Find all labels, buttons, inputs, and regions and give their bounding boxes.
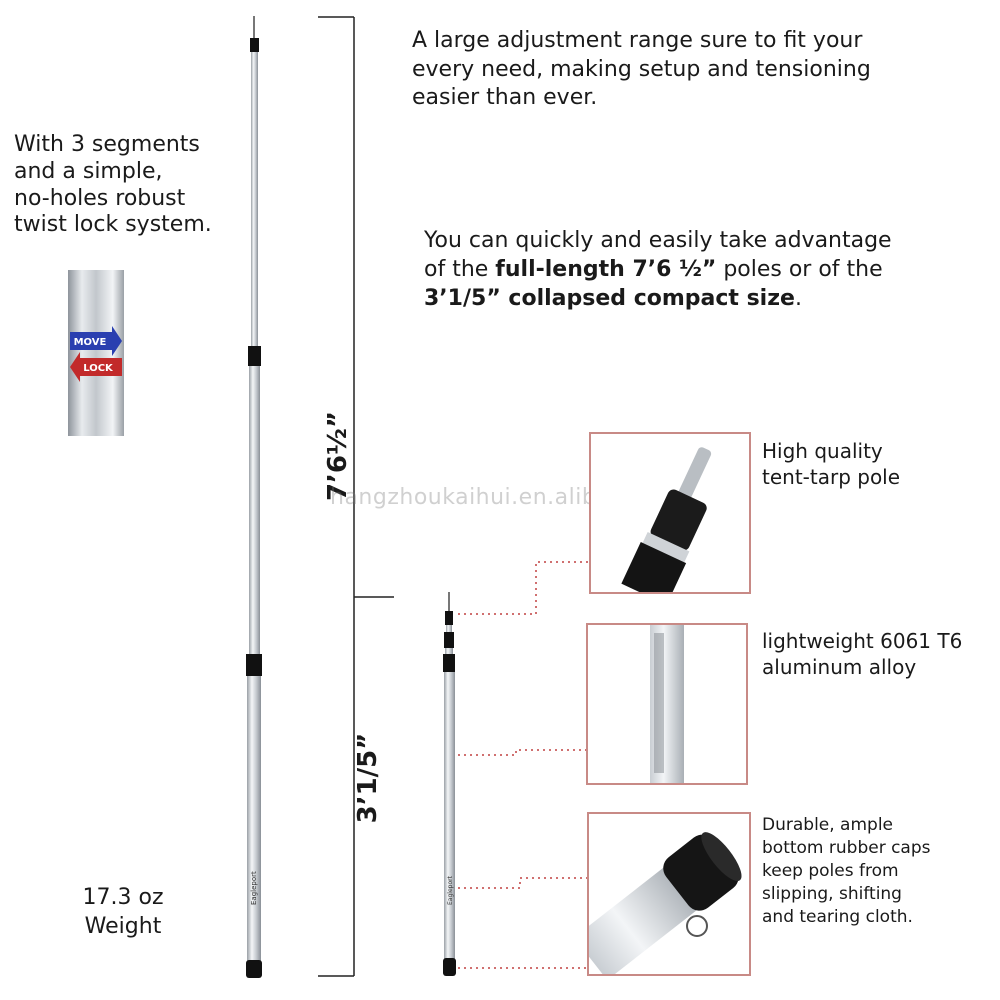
collapsed-length-label: 3’1/5” xyxy=(353,732,383,824)
full-length-bracket xyxy=(318,16,394,977)
pole-tip-icon xyxy=(621,447,712,592)
size-description: You can quickly and easily take advantag… xyxy=(424,226,984,313)
feature-caps-line-4: slipping, shifting xyxy=(762,884,902,905)
extended-pole-icon: Eagleport xyxy=(246,16,262,978)
weight-label: Weight xyxy=(84,913,162,939)
feature-caps-line-5: and tearing cloth. xyxy=(762,907,913,928)
feature-caps-line-1: Durable, ample xyxy=(762,815,894,835)
collapsed-size-highlight: 3’1/5” collapsed compact size xyxy=(424,286,795,312)
collapsed-pole-icon: Eagleport xyxy=(443,592,456,976)
feature-caps-line-2: bottom rubber caps xyxy=(762,838,931,859)
size-line-2: of the full-length 7’6 ½” poles or of th… xyxy=(424,255,984,284)
feature-material-line-2: aluminum alloy xyxy=(762,655,917,679)
size-line-1: You can quickly and easily take advantag… xyxy=(424,228,892,253)
full-length-highlight: full-length 7’6 ½” xyxy=(495,257,717,283)
weight-info: 17.3 oz Weight xyxy=(58,884,188,941)
segments-line-3: no-holes robust xyxy=(14,185,186,211)
feature-quality-line-2: tent-tarp pole xyxy=(762,465,901,489)
adjustment-line-3: easier than ever. xyxy=(412,85,598,111)
connector-lines xyxy=(458,561,589,969)
pole-brand: Eagleport xyxy=(250,871,258,905)
detail-box-tip xyxy=(589,432,751,594)
segments-line-4: twist lock system. xyxy=(14,212,212,238)
feature-caps: Durable, ample bottom rubber caps keep p… xyxy=(762,814,992,930)
detail-box-tube xyxy=(586,623,748,785)
feature-material: lightweight 6061 T6 aluminum alloy xyxy=(762,628,992,680)
twist-lock-icon: MOVE LOCK xyxy=(68,270,124,436)
adjustment-description: A large adjustment range sure to fit you… xyxy=(412,27,972,113)
adjustment-line-1: A large adjustment range sure to fit you… xyxy=(412,28,863,53)
feature-material-line-1: lightweight 6061 T6 xyxy=(762,629,963,653)
size-line-2-post: poles or of the xyxy=(716,257,883,283)
feature-caps-line-3: keep poles from xyxy=(762,861,899,882)
aluminum-tube-icon xyxy=(650,625,684,783)
size-line-3: 3’1/5” collapsed compact size. xyxy=(424,284,984,313)
size-line-2-pre: of the xyxy=(424,257,496,283)
size-line-3-post: . xyxy=(794,286,802,312)
detail-box-cap xyxy=(587,812,751,976)
weight-value: 17.3 oz xyxy=(82,885,164,910)
segments-line-2: and a simple, xyxy=(14,158,163,184)
lock-label: LOCK xyxy=(83,363,114,374)
segments-line-1: With 3 segments xyxy=(14,132,200,157)
move-label: MOVE xyxy=(74,337,107,348)
move-arrow-icon xyxy=(70,326,122,356)
feature-quality-line-1: High quality xyxy=(762,439,883,463)
adjustment-line-2: every need, making setup and tensioning xyxy=(412,56,871,82)
segments-description: With 3 segments and a simple, no-holes r… xyxy=(14,132,244,239)
rubber-cap-icon xyxy=(589,832,742,974)
pole-brand-compact: Eagleport xyxy=(447,875,454,905)
feature-quality: High quality tent-tarp pole xyxy=(762,438,992,490)
lock-arrow-icon xyxy=(70,352,122,382)
